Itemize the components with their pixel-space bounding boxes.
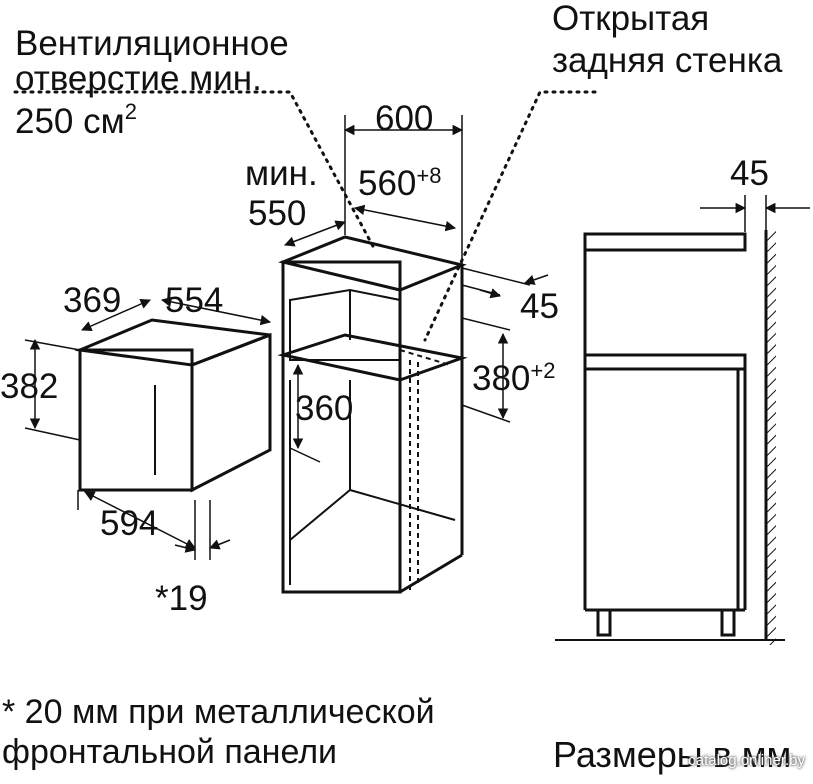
dim-382: 382 [0, 367, 58, 406]
vent-area-value: 250 см [15, 102, 125, 141]
dim-380-sup: +2 [530, 358, 555, 383]
units-caption: Размеры в мм [553, 734, 792, 775]
dim-360: 360 [295, 389, 353, 428]
side-section-view [555, 230, 785, 645]
footnote-line2: фронтальной панели [2, 733, 338, 771]
dim-600: 600 [375, 99, 433, 138]
vent-area-sup: 2 [125, 99, 137, 124]
dim-380-value: 380 [472, 359, 530, 398]
cabinet-dimensions [284, 115, 549, 463]
footnote-line1: * 20 мм при металлической [2, 693, 435, 731]
dim-560-value: 560 [358, 164, 416, 203]
vent-label-line1: Вентиляционное [15, 24, 289, 63]
open-back-line1: Открытая [552, 0, 709, 38]
dim-380: 380+2 [472, 358, 556, 398]
dim-min-550: 550 [248, 194, 306, 233]
dim-560: 560+8 [358, 163, 442, 203]
dim-560-sup: +8 [416, 163, 441, 188]
footnote: * 20 мм при металлической фронтальной па… [2, 692, 435, 772]
dim-45-top: 45 [730, 154, 769, 193]
dim-369: 369 [63, 281, 121, 320]
leader-lines [13, 90, 597, 342]
watermark: catalog.onliner.by [688, 752, 805, 769]
microwave-appliance [74, 318, 272, 493]
microwave-dimensions [24, 296, 272, 560]
min-label: мин. [245, 154, 318, 193]
dim-554: 554 [165, 281, 223, 320]
cabinet-hidden-edges [399, 349, 451, 590]
dim-45-side: 45 [520, 287, 559, 326]
gap-dimension [700, 195, 810, 232]
vent-label-line2: отверстие мин. [15, 59, 262, 98]
dim-19: *19 [155, 579, 208, 618]
open-back-line2: задняя стенка [552, 41, 783, 80]
dim-594: 594 [100, 504, 158, 543]
vent-label-line3: 250 см2 [15, 99, 137, 141]
